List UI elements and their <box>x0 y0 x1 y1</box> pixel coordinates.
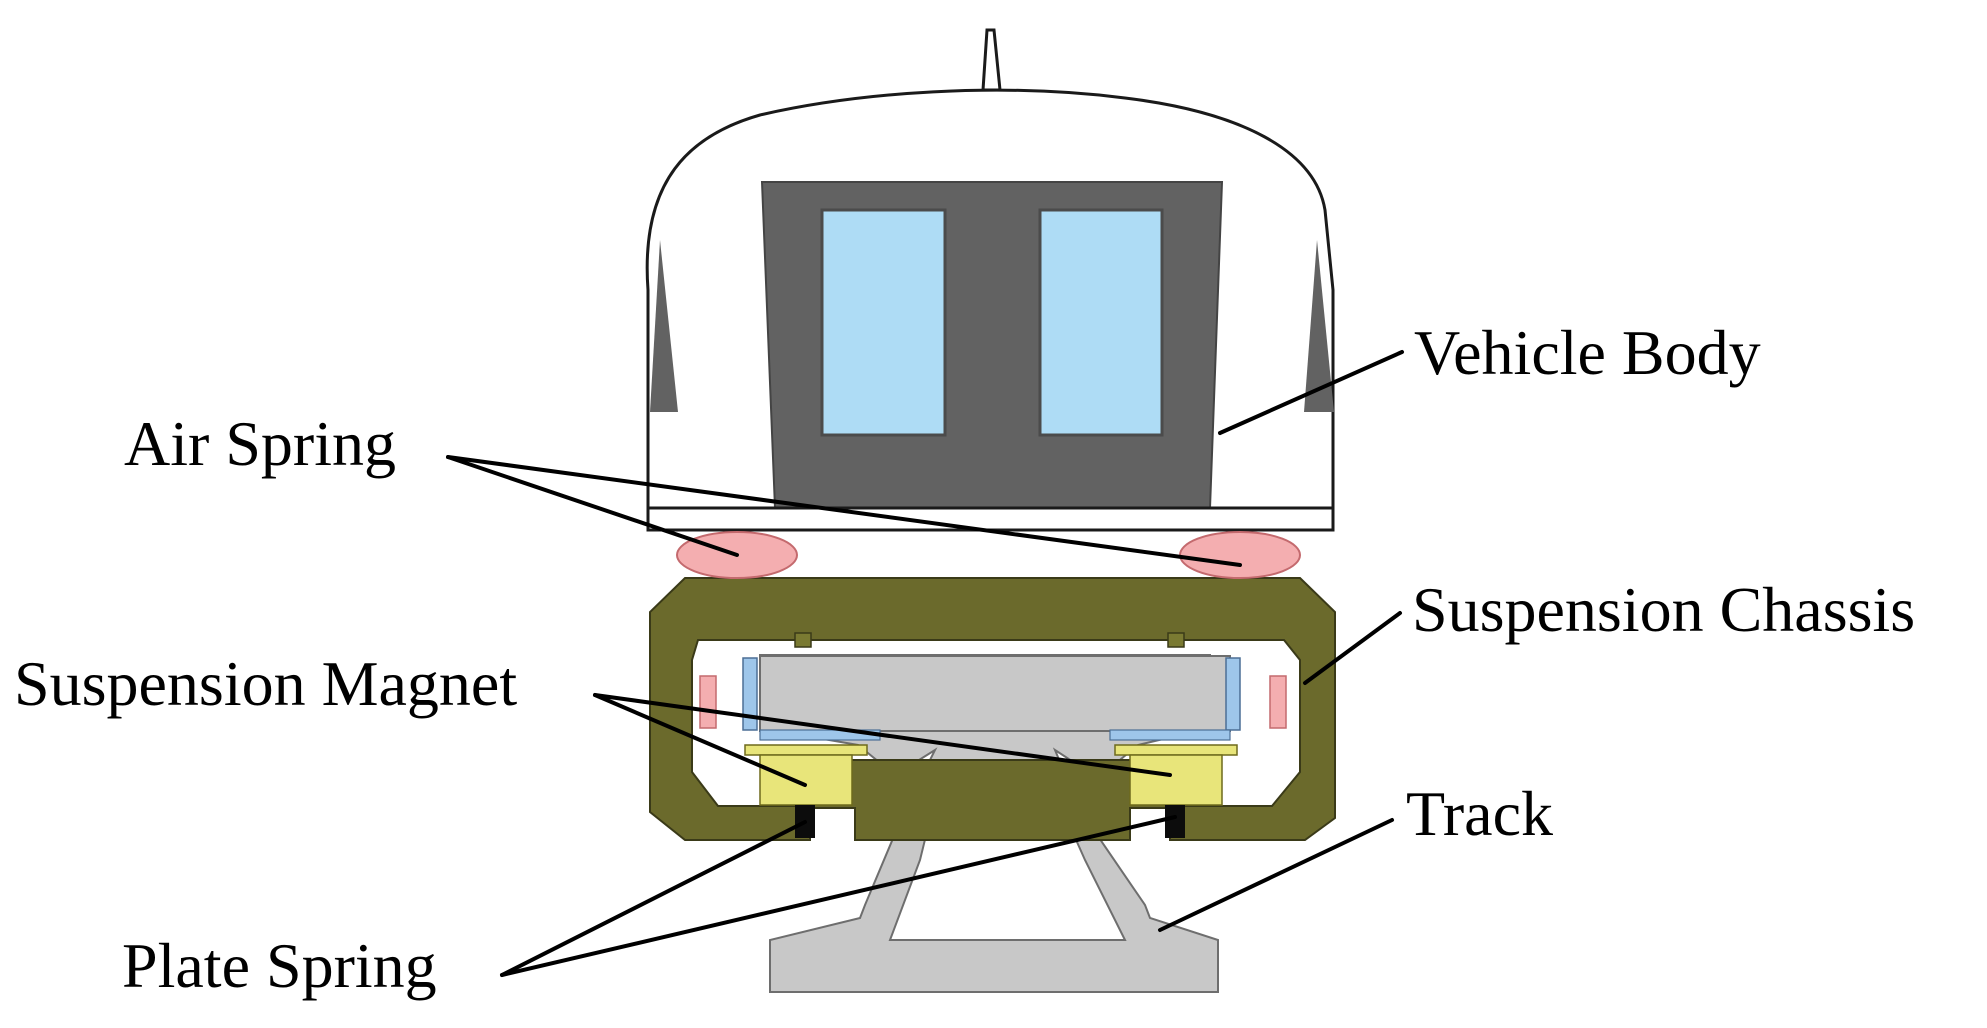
suspension-magnet-right <box>1114 744 1238 806</box>
leader-plate-spring-left <box>500 820 807 977</box>
plate-spring-right <box>1165 805 1185 838</box>
body-side-shade-left <box>650 240 678 412</box>
label-vehicle-body: Vehicle Body <box>1414 317 1761 388</box>
chassis-post-right <box>1167 632 1185 648</box>
antenna <box>981 28 1002 92</box>
leader-air-spring-left <box>446 455 739 557</box>
guide-magnet-bottom-right <box>1109 729 1231 741</box>
magnet-body-left <box>759 754 853 806</box>
leader-suspension-magnet-left <box>593 693 807 787</box>
leader-suspension-chassis <box>1303 611 1402 685</box>
chassis-post-left <box>794 632 812 648</box>
label-track: Track <box>1406 778 1553 849</box>
guide-magnet-left <box>742 657 758 731</box>
label-air-spring: Air Spring <box>124 408 396 479</box>
leader-plate-spring-right <box>500 815 1177 977</box>
leader-suspension-magnet-right <box>593 693 1172 777</box>
rail-head <box>759 655 1231 732</box>
side-pad-left <box>699 675 717 729</box>
magnet-body-right <box>1129 754 1223 806</box>
vehicle-body <box>645 28 1335 532</box>
leader-lines <box>446 350 1404 977</box>
air-spring-right <box>1179 531 1301 579</box>
magnet-plate-right <box>1114 744 1238 756</box>
label-suspension-magnet: Suspension Magnet <box>14 648 517 719</box>
guide-magnet-right <box>1225 657 1241 731</box>
leader-air-spring-right <box>446 455 1242 567</box>
suspension-magnet-left <box>744 744 868 806</box>
leader-vehicle-body <box>1218 350 1404 435</box>
window-left <box>820 208 947 437</box>
side-pad-right <box>1269 675 1287 729</box>
body-skirt <box>646 506 1335 532</box>
window-right <box>1038 208 1164 437</box>
body-side-shade-right <box>1304 240 1334 412</box>
label-suspension-chassis: Suspension Chassis <box>1412 574 1915 645</box>
label-plate-spring: Plate Spring <box>122 930 437 1001</box>
magnet-plate-left <box>744 744 868 756</box>
leader-track <box>1158 818 1394 932</box>
